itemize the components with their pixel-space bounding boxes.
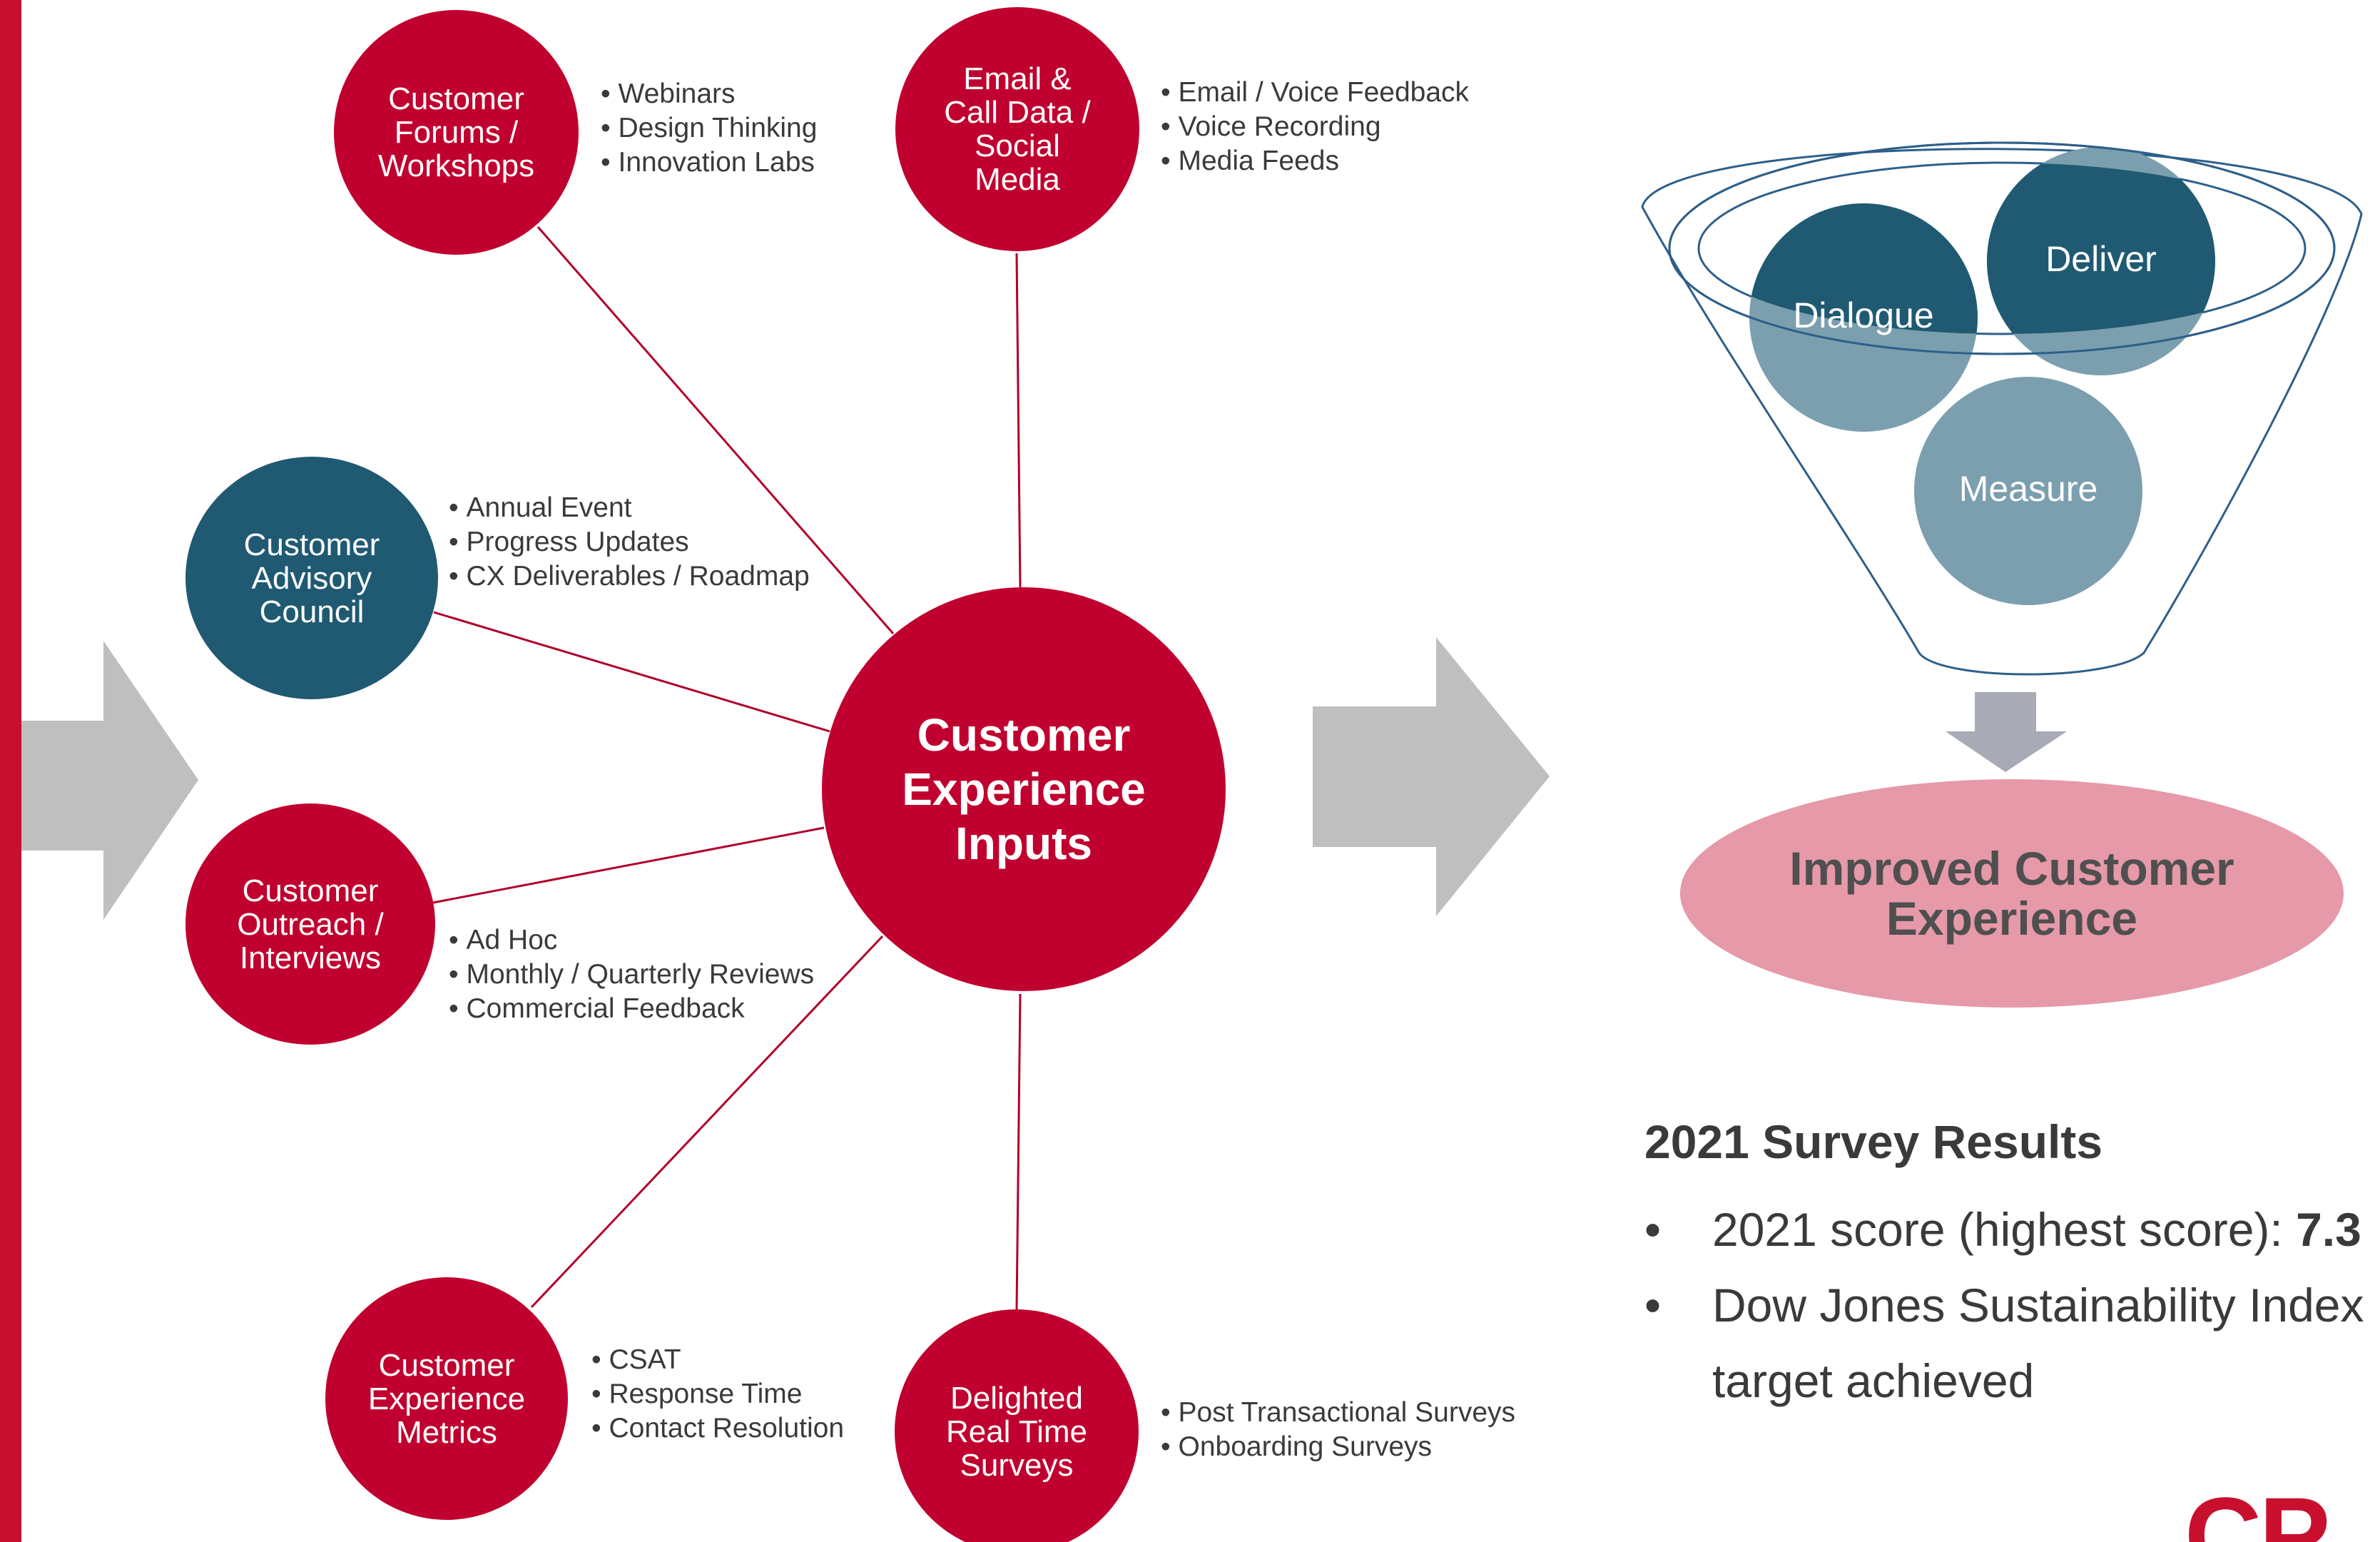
survey-item: • Dow Jones Sustainability Index target … — [1644, 1267, 2380, 1419]
bullet-item: Contact Resolution — [591, 1411, 845, 1446]
bullet-item: Media Feeds — [1161, 144, 1469, 178]
bullet-item: Annual Event — [449, 491, 810, 525]
improved-customer-experience: Improved Customer Experience — [1680, 779, 2344, 1008]
bullet-item: CX Deliverables / Roadmap — [449, 559, 810, 594]
connector-line-council — [433, 611, 830, 733]
left-arrow-shape — [21, 641, 198, 920]
deliver-label: Deliver — [2045, 239, 2157, 279]
bullet-item: Email / Voice Feedback — [1161, 76, 1470, 110]
bullet-item: CSAT — [591, 1343, 844, 1377]
connector-line-metrics — [530, 935, 884, 1309]
bullets-customer-outreach: Ad Hoc Monthly / Quarterly Reviews Comme… — [449, 923, 815, 1026]
node-customer-outreach: Customer Outreach / Interviews — [185, 803, 435, 1045]
survey-item-text: Dow Jones Sustainability Index target ac… — [1712, 1279, 2364, 1407]
node-label: Customer Experience Metrics — [367, 1347, 526, 1450]
node-customer-experience-metrics: Customer Experience Metrics — [325, 1277, 568, 1520]
node-email-call-data: Email & Call Data / Social Media — [895, 7, 1139, 251]
cp-logo: CP — [2185, 1497, 2380, 1542]
bullet-item: Post Transactional Surveys — [1161, 1396, 1516, 1430]
connector-line-surveys — [1015, 993, 1022, 1311]
bullets-customer-advisory-council: Annual Event Progress Updates CX Deliver… — [449, 491, 810, 594]
bullet-item: Design Thinking — [601, 111, 818, 146]
bullet-item: Progress Updates — [449, 525, 810, 559]
dialogue-label: Dialogue — [1793, 295, 1934, 335]
survey-item-text: 2021 score (highest score): — [1712, 1203, 2297, 1256]
bullet-dot: • — [1644, 1279, 1662, 1332]
funnel-down-arrow — [1946, 692, 2067, 772]
bullet-item: Response Time — [591, 1377, 844, 1411]
bullet-item: Voice Recording — [1161, 110, 1469, 144]
funnel-rim-overlay — [1668, 141, 2336, 355]
node-label: Customer Advisory Council — [243, 527, 380, 629]
bullet-item: Onboarding Surveys — [1161, 1430, 1515, 1464]
bullets-email-call-data: Email / Voice Feedback Voice Recording M… — [1161, 76, 1470, 178]
node-customer-forums: Customer Forums / Workshops — [334, 10, 579, 255]
bullet-item: Monthly / Quarterly Reviews — [449, 958, 815, 992]
left-accent-bar — [0, 0, 21, 1542]
node-label: Delighted Real Time Surveys — [945, 1380, 1088, 1483]
bullet-item: Commercial Feedback — [449, 992, 814, 1026]
bullet-item: Ad Hoc — [449, 923, 814, 958]
survey-item: • 2021 score (highest score): 7.3 — [1644, 1192, 2380, 1267]
deliver-circle-top — [1987, 163, 2215, 334]
survey-title: 2021 Survey Results — [1644, 1115, 2103, 1168]
connector-line-outreach — [432, 826, 825, 904]
hub-circle: Customer Experience Inputs — [822, 587, 1226, 991]
improved-label: Improved Customer Experience — [1789, 842, 2234, 945]
bullet-item: Innovation Labs — [601, 146, 817, 180]
node-customer-advisory-council: Customer Advisory Council — [185, 457, 438, 699]
node-label: Email & Call Data / Social Media — [944, 61, 1091, 197]
bullet-item: Webinars — [601, 77, 817, 111]
connector-line-forums — [536, 226, 895, 634]
middle-arrow-shape — [1313, 637, 1550, 916]
funnel-outline — [1641, 148, 2363, 676]
measure-label: Measure — [1958, 469, 2098, 509]
node-label: Customer Outreach / Interviews — [237, 873, 384, 975]
bullets-customer-experience-metrics: CSAT Response Time Contact Resolution — [591, 1343, 845, 1446]
bullets-customer-forums: Webinars Design Thinking Innovation Labs — [601, 77, 818, 180]
cp-logo-text: CP — [2185, 1497, 2330, 1542]
funnel-inner-rim — [1697, 161, 2307, 335]
survey-results-list: • 2021 score (highest score): 7.3 • Dow … — [1644, 1192, 2380, 1419]
node-delighted-surveys: Delighted Real Time Surveys — [895, 1309, 1139, 1542]
bullets-delighted-surveys: Post Transactional Surveys Onboarding Su… — [1161, 1396, 1516, 1464]
bullet-dot: • — [1644, 1203, 1662, 1256]
measure-circle — [1914, 377, 2142, 605]
node-label: Customer Forums / Workshops — [377, 81, 535, 183]
survey-score: 7.3 — [2296, 1203, 2361, 1256]
connector-line-email — [1015, 253, 1022, 588]
hub-label: Customer Experience Inputs — [902, 709, 1146, 869]
dialogue-circle-top — [1749, 203, 1978, 334]
